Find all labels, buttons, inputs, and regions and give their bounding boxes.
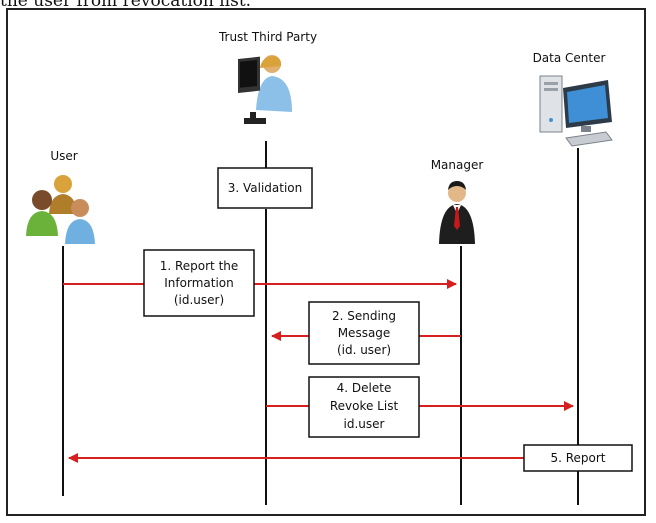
actor-label-manager: Manager — [431, 158, 484, 172]
actor-label-user: User — [50, 149, 77, 163]
message-report: 5. Report — [68, 444, 633, 472]
validation-label: 3. Validation — [228, 181, 303, 195]
person-at-computer-icon — [238, 55, 292, 124]
businessman-icon — [439, 181, 475, 244]
desktop-computer-icon — [539, 75, 613, 147]
msg2-line3: (id. user) — [337, 343, 391, 357]
message-delete-revoke-list: 4. Delete Revoke List id.user — [266, 376, 574, 438]
msg5-line1: 5. Report — [550, 451, 605, 465]
msg4-line3: id.user — [344, 417, 385, 431]
figure-caption: the user from revocation list. — [0, 0, 252, 11]
msg4-line2: Revoke List — [330, 399, 399, 413]
msg2-line1: 2. Sending — [332, 309, 396, 323]
users-group-icon — [26, 175, 95, 244]
msg2-line2: Message — [338, 326, 391, 340]
actor-label-datacenter: Data Center — [533, 51, 606, 65]
msg1-line2: Information — [164, 276, 233, 290]
msg4-line1: 4. Delete — [337, 381, 392, 395]
actor-label-ttp: Trust Third Party — [218, 30, 317, 44]
message-sending-message: 2. Sending Message (id. user) — [271, 301, 461, 365]
msg1-line1: 1. Report the — [160, 259, 239, 273]
msg1-line3: (id.user) — [174, 293, 224, 307]
message-report-information: 1. Report the Information (id.user) — [63, 249, 457, 317]
validation-box: 3. Validation — [217, 167, 313, 209]
